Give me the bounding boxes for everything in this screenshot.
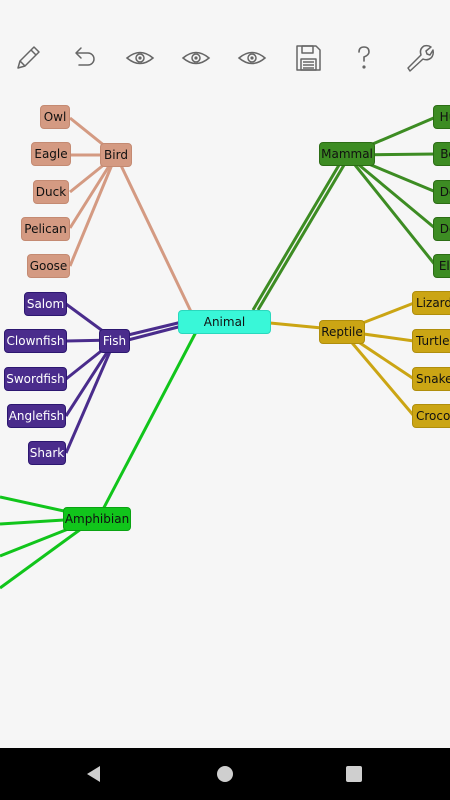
save-icon[interactable] [290,40,326,76]
help-icon[interactable] [346,40,382,76]
node-anglefish[interactable]: Anglefish [7,404,66,428]
recents-icon[interactable] [342,762,366,786]
node-reptile[interactable]: Reptile [319,320,365,344]
node-snake[interactable]: Snake [412,367,450,391]
node-lizard[interactable]: Lizard [412,291,450,315]
node-ele[interactable]: Ele [433,254,450,278]
eye-icon[interactable] [178,40,214,76]
node-clownfish[interactable]: Clownfish [4,329,67,353]
node-mammal[interactable]: Mammal [319,142,375,166]
node-amphibian[interactable]: Amphibian [63,507,131,531]
back-icon[interactable] [82,762,106,786]
node-swordfish[interactable]: Swordfish [4,367,67,391]
node-animal[interactable]: Animal [178,310,271,334]
toolbar [0,32,450,84]
node-de[interactable]: De [433,180,450,204]
node-bird[interactable]: Bird [100,143,132,167]
eye-icon[interactable] [234,40,270,76]
wrench-icon[interactable] [402,40,438,76]
node-do[interactable]: Do [433,217,450,241]
home-icon[interactable] [213,762,237,786]
bird-connections [68,116,197,321]
node-salom[interactable]: Salom [24,292,67,316]
system-navigation-bar [0,748,450,800]
node-fish[interactable]: Fish [99,329,130,353]
node-shark[interactable]: Shark [28,441,66,465]
node-owl[interactable]: Owl [40,105,70,129]
node-hu[interactable]: Hu [433,105,450,129]
node-crocodile[interactable]: Crocod [412,404,450,428]
node-turtle[interactable]: Turtle [412,329,450,353]
node-pelican[interactable]: Pelican [21,217,70,241]
node-eagle[interactable]: Eagle [31,142,71,166]
undo-icon[interactable] [66,40,102,76]
eye-icon[interactable] [122,40,158,76]
node-goose[interactable]: Goose [27,254,70,278]
node-duck[interactable]: Duck [33,180,69,204]
fish-connections [64,302,183,454]
pencil-icon[interactable] [10,40,46,76]
node-be[interactable]: Be [433,142,450,166]
